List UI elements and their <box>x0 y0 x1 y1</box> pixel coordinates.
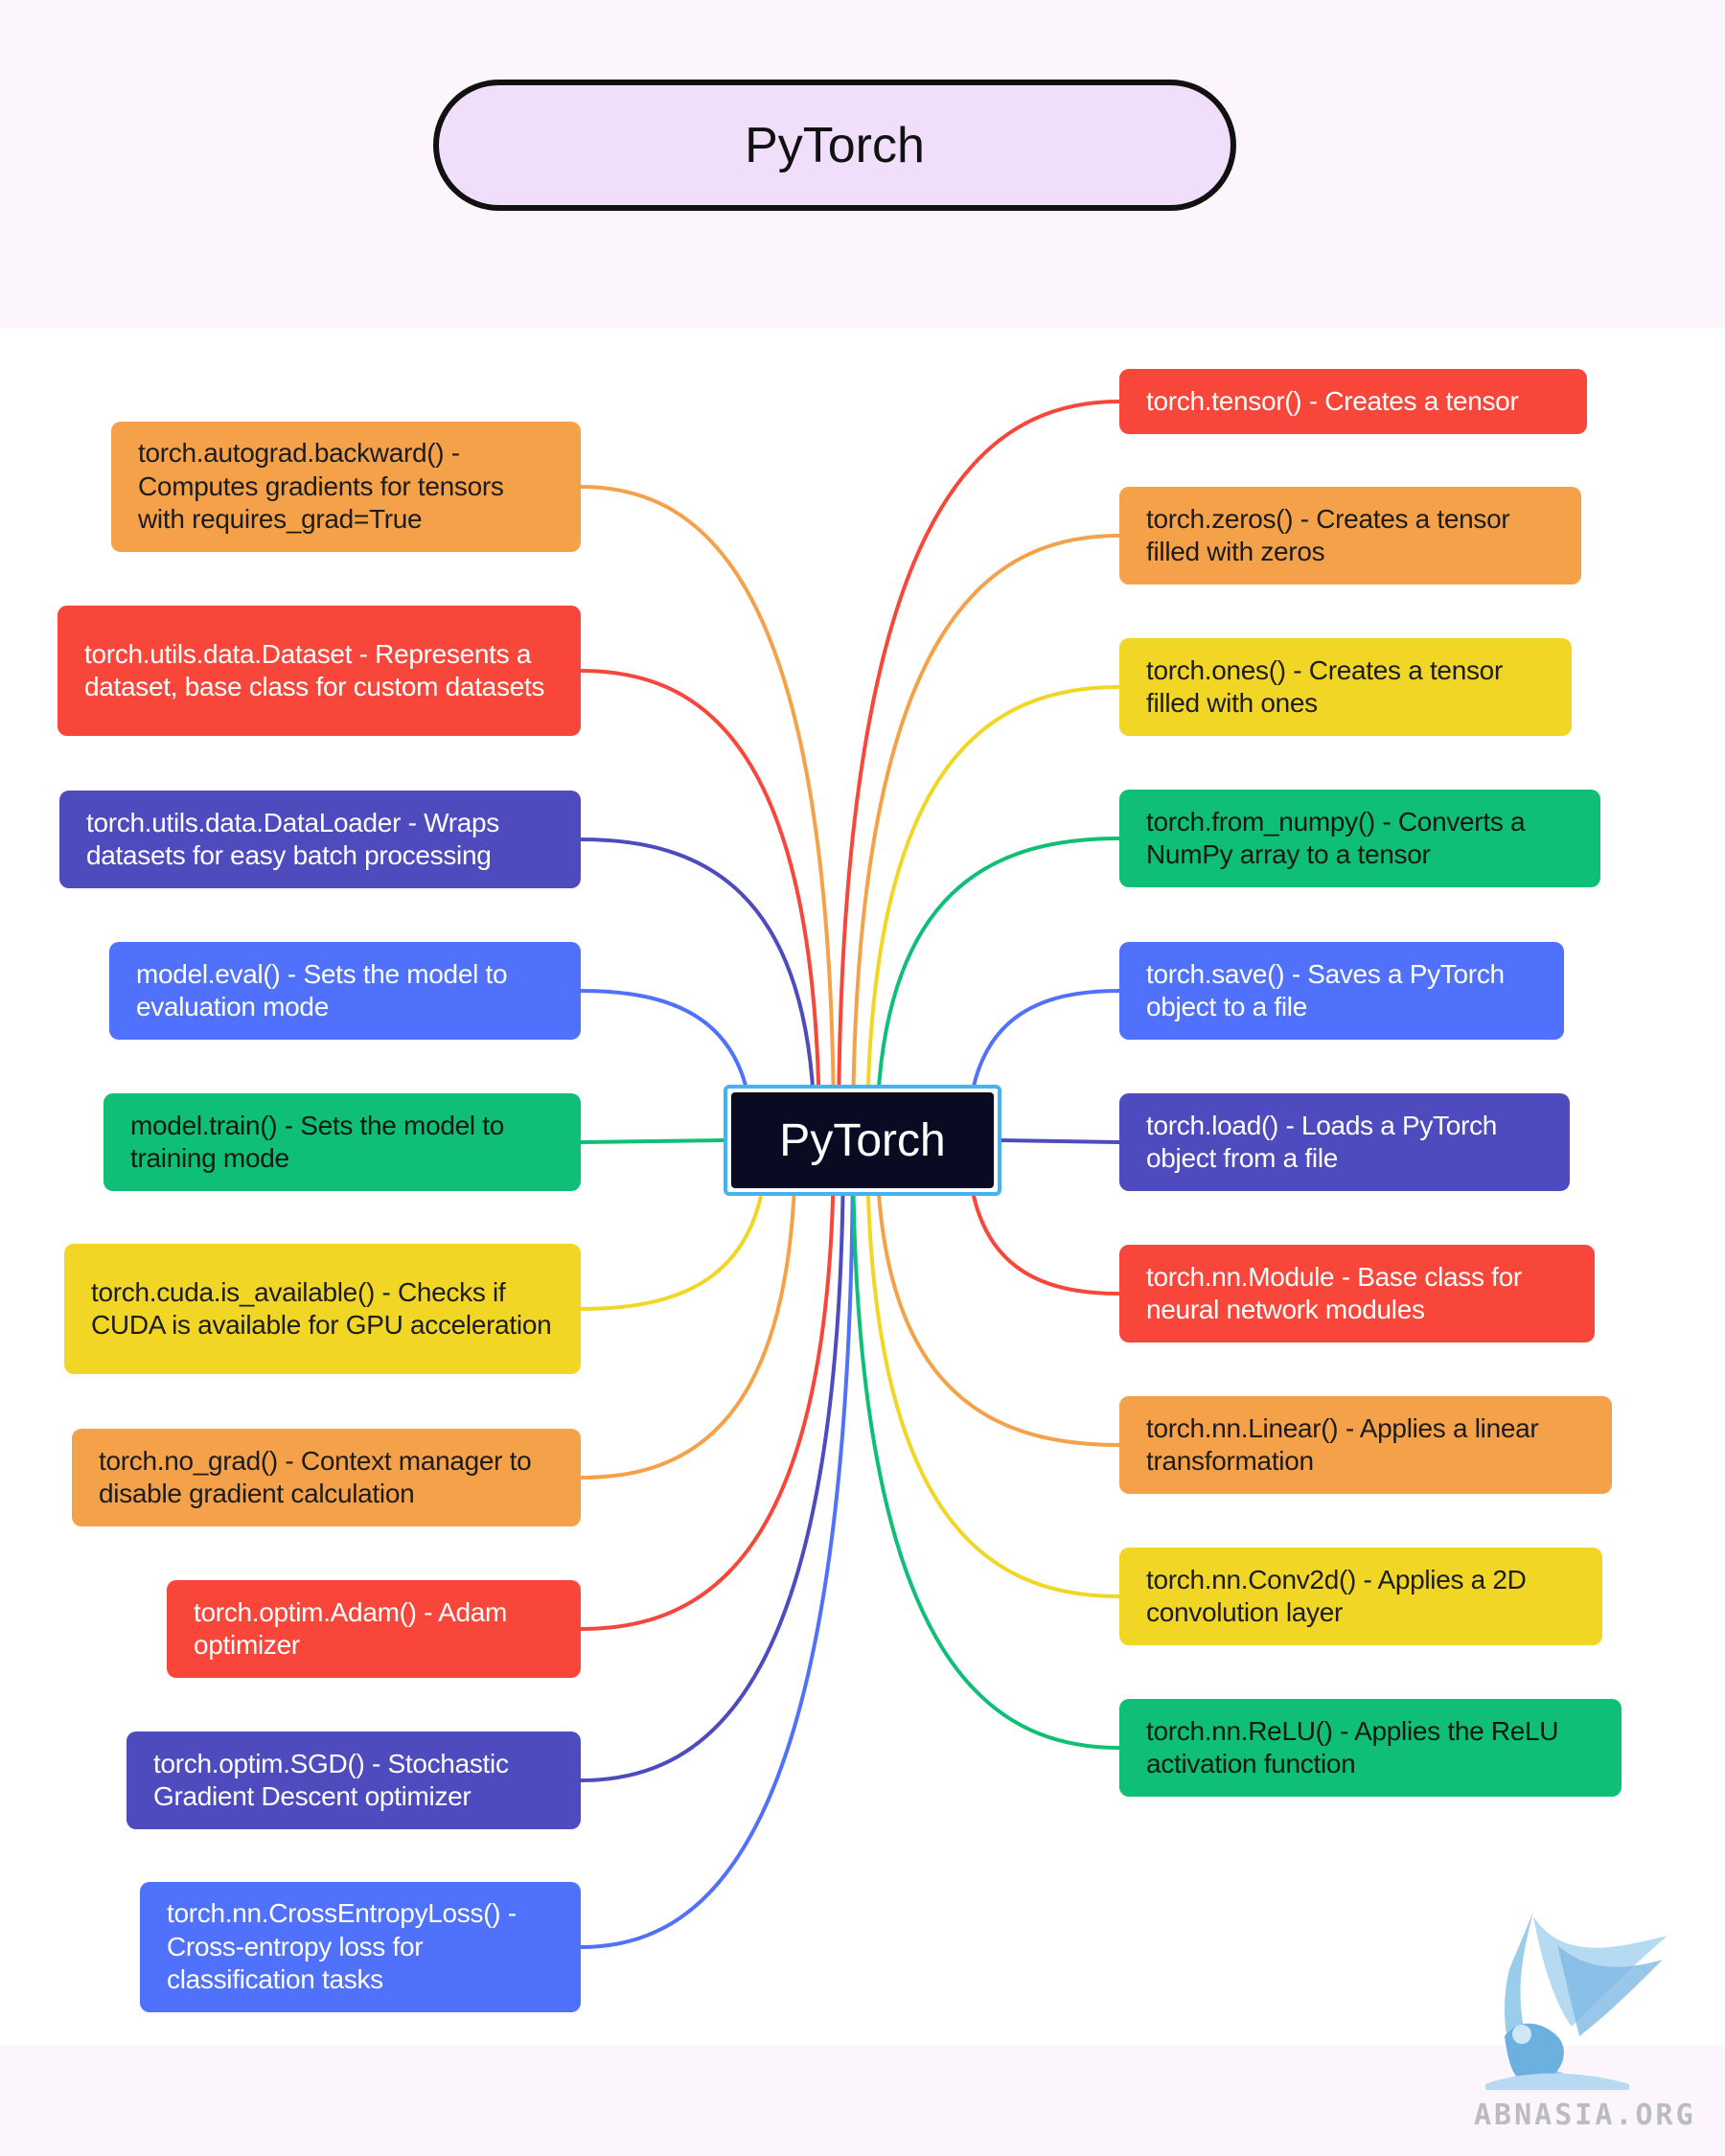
left-node-6: torch.cuda.is_available() - Checks if CU… <box>64 1244 581 1374</box>
right-node-label: torch.nn.Conv2d() - Applies a 2D convolu… <box>1146 1564 1527 1627</box>
right-node-label: torch.save() - Saves a PyTorch object to… <box>1146 958 1505 1021</box>
right-node-1: torch.tensor() - Creates a tensor <box>1119 369 1587 434</box>
right-node-7: torch.nn.Module - Base class for neural … <box>1119 1245 1595 1342</box>
right-node-6: torch.load() - Loads a PyTorch object fr… <box>1119 1093 1570 1191</box>
connector-line <box>580 1138 724 1144</box>
left-node-label: torch.nn.CrossEntropyLoss() - Cross-entr… <box>167 1898 517 1995</box>
left-node-5: model.train() - Sets the model to traini… <box>104 1093 581 1191</box>
connector-line <box>1000 1138 1120 1144</box>
connector-line <box>851 534 1120 1141</box>
right-node-3: torch.ones() - Creates a tensor filled w… <box>1119 638 1572 736</box>
connector-line <box>580 1139 845 1782</box>
right-node-10: torch.nn.ReLU() - Applies the ReLU activ… <box>1119 1699 1622 1797</box>
right-node-2: torch.zeros() - Creates a tensor filled … <box>1119 487 1581 585</box>
left-node-label: torch.autograd.backward() - Computes gra… <box>138 438 504 535</box>
right-node-8: torch.nn.Linear() - Applies a linear tra… <box>1119 1396 1612 1494</box>
right-node-label: torch.nn.Linear() - Applies a linear tra… <box>1146 1412 1539 1476</box>
connector-line <box>580 837 816 1141</box>
left-node-label: torch.cuda.is_available() - Checks if CU… <box>91 1276 552 1340</box>
right-node-label: torch.zeros() - Creates a tensor filled … <box>1146 503 1510 566</box>
connector-line <box>837 400 1120 1141</box>
connector-line <box>580 669 821 1141</box>
right-node-label: torch.nn.Module - Base class for neural … <box>1146 1261 1522 1324</box>
left-node-3: torch.utils.data.DataLoader - Wraps data… <box>59 791 581 888</box>
connector-line <box>865 685 1120 1141</box>
connector-line <box>580 1139 797 1479</box>
right-node-5: torch.save() - Saves a PyTorch object to… <box>1119 942 1564 1040</box>
left-node-1: torch.autograd.backward() - Computes gra… <box>111 422 581 552</box>
central-node-label: PyTorch <box>731 1092 994 1188</box>
connector-line <box>580 1139 836 1631</box>
connector-line <box>851 1139 1120 1750</box>
right-node-label: torch.from_numpy() - Converts a NumPy ar… <box>1146 806 1526 869</box>
watermark-text: ABNASIA.ORG <box>1474 2099 1696 2132</box>
left-node-label: torch.optim.Adam() - Adam optimizer <box>194 1596 508 1660</box>
left-node-9: torch.optim.SGD() - Stochastic Gradient … <box>126 1732 581 1829</box>
right-node-9: torch.nn.Conv2d() - Applies a 2D convolu… <box>1119 1548 1602 1645</box>
right-node-4: torch.from_numpy() - Converts a NumPy ar… <box>1119 790 1600 887</box>
left-node-label: torch.utils.data.Dataset - Represents a … <box>84 638 545 701</box>
left-node-4: model.eval() - Sets the model to evaluat… <box>109 942 581 1040</box>
left-node-8: torch.optim.Adam() - Adam optimizer <box>167 1580 581 1678</box>
right-node-label: torch.nn.ReLU() - Applies the ReLU activ… <box>1146 1715 1559 1778</box>
left-node-label: model.train() - Sets the model to traini… <box>130 1110 505 1173</box>
left-node-label: torch.optim.SGD() - Stochastic Gradient … <box>153 1748 509 1811</box>
griffin-logo-icon <box>1485 1912 1668 2090</box>
connector-line <box>875 837 1120 1141</box>
right-node-label: torch.tensor() - Creates a tensor <box>1146 385 1519 416</box>
connector-line <box>580 485 836 1141</box>
central-node: PyTorch <box>724 1085 1001 1196</box>
left-node-label: torch.utils.data.DataLoader - Wraps data… <box>86 807 499 870</box>
footer-band <box>0 2046 1725 2156</box>
left-node-label: torch.no_grad() - Context manager to dis… <box>99 1445 532 1508</box>
left-node-7: torch.no_grad() - Context manager to dis… <box>72 1429 581 1526</box>
connector-line <box>580 1139 855 1949</box>
right-node-label: torch.load() - Loads a PyTorch object fr… <box>1146 1110 1498 1173</box>
connector-line <box>865 1139 1120 1598</box>
right-node-label: torch.ones() - Creates a tensor filled w… <box>1146 654 1503 718</box>
page-title: PyTorch <box>433 80 1236 211</box>
left-node-2: torch.utils.data.Dataset - Represents a … <box>58 606 581 736</box>
left-node-10: torch.nn.CrossEntropyLoss() - Cross-entr… <box>140 1882 581 2012</box>
left-node-label: model.eval() - Sets the model to evaluat… <box>136 958 508 1021</box>
connector-line <box>875 1139 1120 1447</box>
